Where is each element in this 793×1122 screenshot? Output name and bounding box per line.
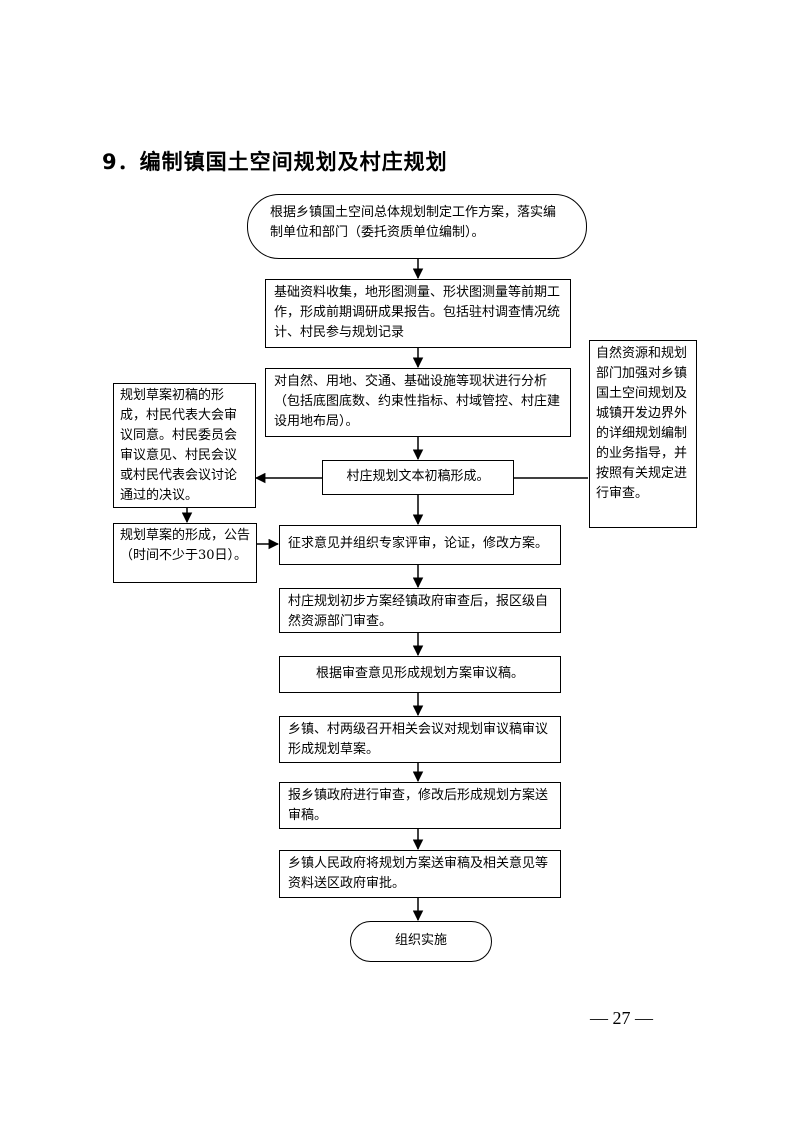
section-title: 9．编制镇国土空间规划及村庄规划 <box>102 150 448 174</box>
side-note-village-approval: 规划草案初稿的形成，村民代表大会审议同意。村民委员会审议意见、村民会议或村民代表… <box>113 383 256 508</box>
side-note-supervision: 自然资源和规划部门加强对乡镇国土空间规划及城镇开发边界外的详细规划编制的业务指导… <box>589 340 697 528</box>
flow-start-oval: 根据乡镇国土空间总体规划制定工作方案，落实编制单位和部门（委托资质单位编制）。 <box>247 194 587 259</box>
flow-step-draft: 村庄规划文本初稿形成。 <box>322 460 514 495</box>
flow-step-review: 征求意见并组织专家评审，论证，修改方案。 <box>279 525 561 565</box>
flow-step-approval: 乡镇人民政府将规划方案送审稿及相关意见等资料送区政府审批。 <box>279 850 561 898</box>
page-number: — 27 — <box>590 1008 653 1028</box>
flow-step-analysis: 对自然、用地、交通、基础设施等现状进行分析（包括底图底数、约束性指标、村域管控、… <box>265 368 571 437</box>
flow-step-preliminary: 村庄规划初步方案经镇政府审查后，报区级自然资源部门审查。 <box>279 588 561 633</box>
flow-step-data-collection: 基础资料收集，地形图测量、形状图测量等前期工作，形成前期调研成果报告。包括驻村调… <box>265 279 571 348</box>
flow-end-oval: 组织实施 <box>350 921 492 962</box>
flow-step-town-review: 报乡镇政府进行审查，修改后形成规划方案送审稿。 <box>279 782 561 829</box>
flow-step-meeting: 乡镇、村两级召开相关会议对规划审议稿审议形成规划草案。 <box>279 716 561 763</box>
flow-step-revision: 根据审查意见形成规划方案审议稿。 <box>279 656 561 693</box>
side-note-public-notice: 规划草案的形成，公告（时间不少于30日）。 <box>113 523 257 583</box>
